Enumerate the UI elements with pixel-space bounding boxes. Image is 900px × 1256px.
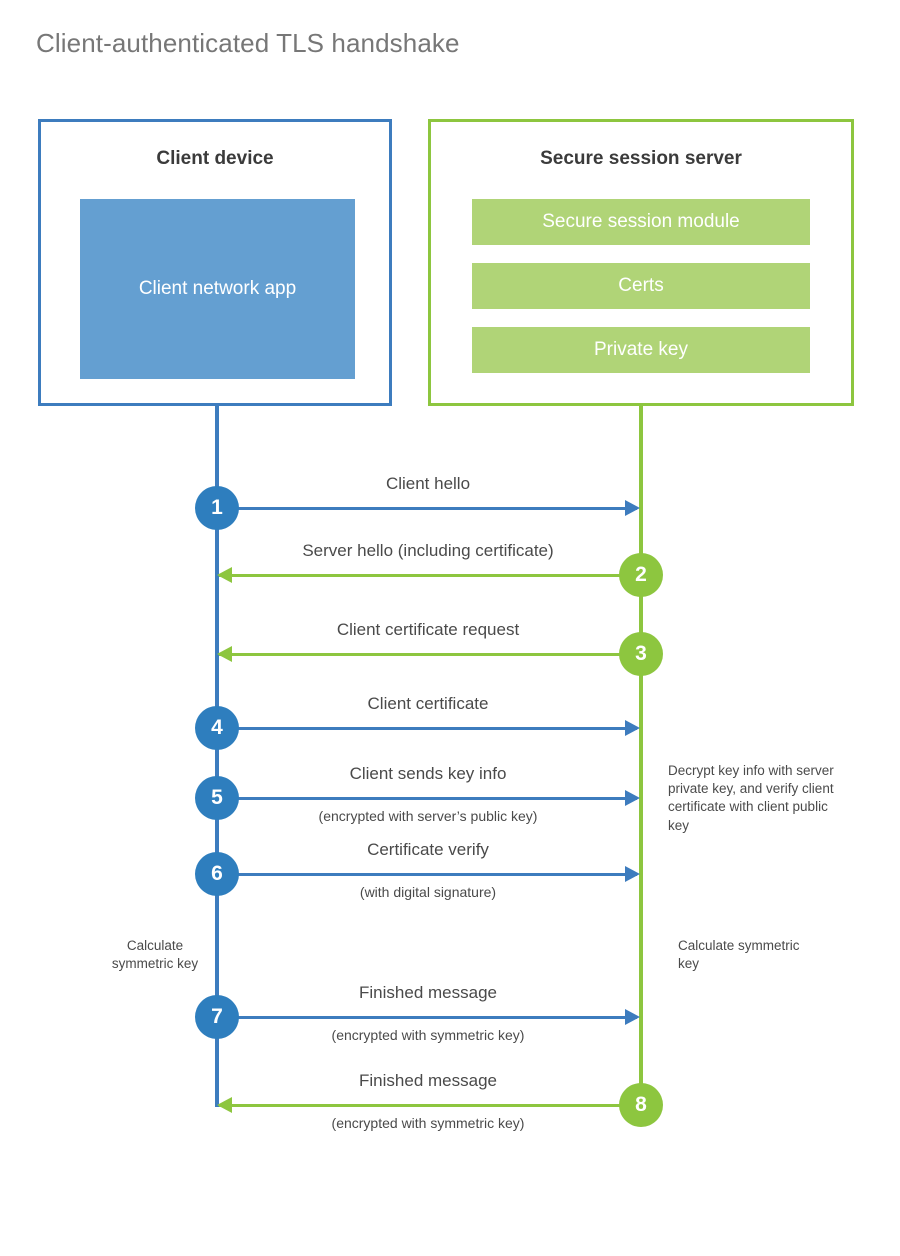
client-network-app-block: Client network app: [80, 199, 355, 379]
step-7-label: Finished message: [359, 983, 497, 1002]
step-7-number: 7: [195, 995, 239, 1039]
step-6-number: 6: [195, 852, 239, 896]
step-8-sublabel: (encrypted with symmetric key): [331, 1115, 525, 1131]
step-3-label: Client certificate request: [336, 620, 520, 639]
step-1-arrow-line: [217, 507, 637, 510]
private-key-block: Private key: [472, 327, 810, 373]
step-7-arrow-head: [625, 1009, 640, 1025]
step-5-sublabel: (encrypted with server’s public key): [318, 808, 538, 824]
step-1-label: Client hello: [385, 474, 471, 493]
step-4-label: Client certificate: [367, 694, 489, 713]
secure-session-module-block: Secure session module: [472, 199, 810, 245]
step-5-arrow-head: [625, 790, 640, 806]
step-6-sublabel: (with digital signature): [359, 884, 497, 900]
step-7-arrow-line: [217, 1016, 637, 1019]
step-1-number: 1: [195, 486, 239, 530]
step-2-arrow-line: [219, 574, 639, 577]
step-8-arrow-line: [219, 1104, 639, 1107]
annotation-client-calculate-symmetric-key: Calculate symmetric key: [111, 938, 199, 972]
step-2-arrow-head: [217, 567, 232, 583]
step-3-arrow-head: [217, 646, 232, 662]
step-6-arrow-head: [625, 866, 640, 882]
annotation-server-decrypt: Decrypt key info with server private key…: [668, 763, 834, 833]
step-4-number: 4: [195, 706, 239, 750]
step-3-arrow-line: [219, 653, 639, 656]
step-1-arrow-head: [625, 500, 640, 516]
client-device-title: Client device: [156, 148, 274, 169]
page-title: Client-authenticated TLS handshake: [36, 28, 460, 58]
client-lifeline: [215, 406, 219, 1107]
secure-session-server-box: Secure session server Secure session mod…: [428, 119, 854, 406]
step-2-label: Server hello (including certificate): [302, 541, 554, 560]
step-8-label: Finished message: [359, 1071, 497, 1090]
step-4-arrow-head: [625, 720, 640, 736]
step-5-arrow-line: [217, 797, 637, 800]
certs-block: Certs: [472, 263, 810, 309]
client-device-box: Client device Client network app: [38, 119, 392, 406]
server-lifeline: [639, 406, 643, 1107]
step-6-label: Certificate verify: [367, 840, 489, 859]
secure-session-server-title: Secure session server: [540, 148, 742, 169]
step-7-sublabel: (encrypted with symmetric key): [331, 1027, 525, 1043]
step-8-arrow-head: [217, 1097, 232, 1113]
step-2-number: 2: [619, 553, 663, 597]
step-8-number: 8: [619, 1083, 663, 1127]
step-6-arrow-line: [217, 873, 637, 876]
annotation-server-calculate-symmetric-key: Calculate symmetric key: [678, 938, 800, 972]
step-3-number: 3: [619, 632, 663, 676]
step-5-number: 5: [195, 776, 239, 820]
step-4-arrow-line: [217, 727, 637, 730]
step-5-label: Client sends key info: [349, 764, 507, 783]
